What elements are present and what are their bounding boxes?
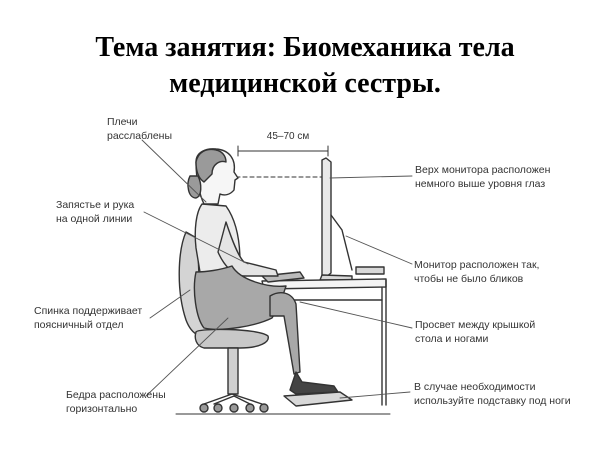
label-monitor-top: Верх монитора расположен немного выше ур… <box>415 164 551 190</box>
distance-label: 45–70 см <box>266 131 310 142</box>
label-wrist: Запястье и рука на одной линии <box>56 199 135 225</box>
seated-person <box>187 148 339 395</box>
label-desk-gap: Просвет между крышкой стола и ногами <box>415 319 536 345</box>
monitor <box>319 157 385 281</box>
label-footrest: В случае необходимости используйте подст… <box>414 381 571 407</box>
label-monitor-glare: Монитор расположен так, чтобы не было бл… <box>414 259 540 285</box>
title-line-1: Тема занятия: Биомеханика тела <box>95 32 515 63</box>
label-shoulders: Плечи расслаблены <box>107 116 172 142</box>
footrest <box>283 391 353 407</box>
callout-lines <box>141 139 413 399</box>
title-line-2: медицинской сестры. <box>169 68 441 99</box>
label-hips: Бедра расположены горизонтально <box>66 389 166 415</box>
distance-dimension <box>237 145 329 157</box>
label-back-support: Спинка поддерживает поясничный отдел <box>34 305 143 331</box>
slide-title: Тема занятия: Биомеханика тела медицинск… <box>0 30 610 102</box>
keyboard <box>261 271 305 283</box>
